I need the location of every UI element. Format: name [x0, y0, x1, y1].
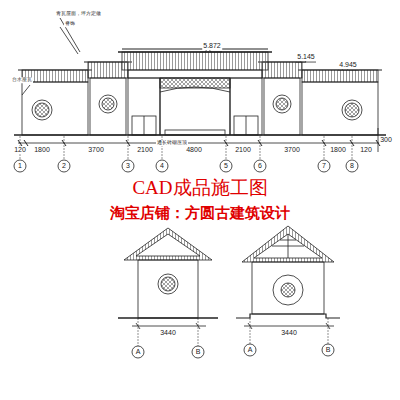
dimension: 300	[379, 136, 393, 144]
watermark: CAD成品施工图	[131, 178, 268, 199]
axis-number: 3	[125, 162, 131, 170]
dimension: 3440	[159, 329, 177, 337]
cross-section	[236, 226, 340, 356]
axis-letter: A	[135, 348, 142, 356]
note: 青瓦屋面，坪方定做	[55, 11, 102, 17]
dimension: 3440	[280, 329, 298, 337]
axis-number: 1	[17, 162, 23, 170]
dimension: 1800	[33, 146, 51, 154]
dimension: 120	[359, 146, 373, 154]
watermark: 淘宝店铺：方圆古建筑设计	[109, 205, 291, 222]
axis-number: 6	[257, 162, 263, 170]
dimension: 4800	[185, 146, 203, 154]
elevation-mark: 4.945	[338, 61, 358, 69]
note: 脊饰	[64, 21, 76, 27]
axis-letter: B	[325, 346, 332, 354]
note: 台水座瓦	[11, 77, 33, 83]
axis-number: 4	[159, 162, 165, 170]
dimension: 120	[13, 146, 27, 154]
dimension: 3700	[283, 146, 301, 154]
dimension: 2100	[234, 146, 252, 154]
note: 通长砖砌压顶	[156, 140, 188, 146]
axis-number: 2	[61, 162, 67, 170]
dimension: 2100	[136, 146, 154, 154]
elevation-mark: 5.872	[202, 42, 222, 50]
dimension: 1800	[329, 146, 347, 154]
side-section	[118, 228, 218, 358]
axis-letter: A	[247, 346, 254, 354]
dimension: 3700	[87, 146, 105, 154]
axis-number: 5	[223, 162, 229, 170]
front-elevation	[14, 18, 386, 172]
elevation-mark: 5.145	[296, 53, 316, 61]
axis-number: 8	[349, 162, 355, 170]
axis-letter: B	[195, 348, 202, 356]
axis-number: 7	[321, 162, 327, 170]
